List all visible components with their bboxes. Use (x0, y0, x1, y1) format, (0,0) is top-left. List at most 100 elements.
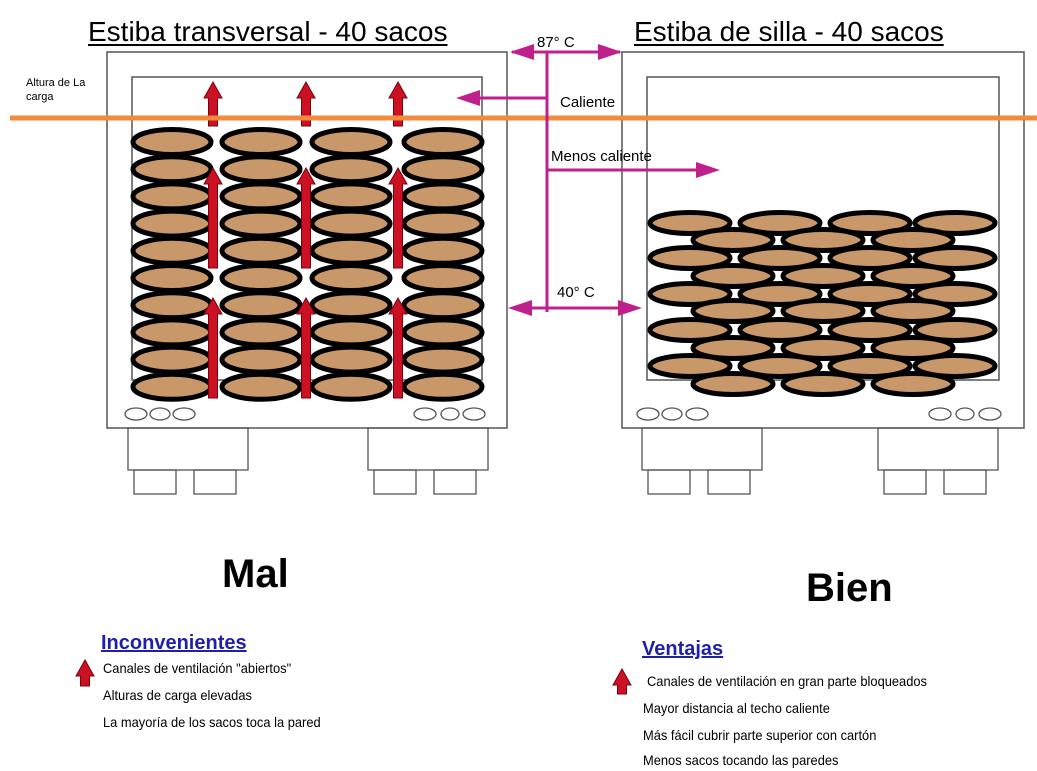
vent-hole-icon (928, 407, 952, 421)
vent-hole-icon (955, 407, 975, 421)
right-list-title: Ventajas (642, 638, 724, 660)
container-foot-pad (883, 469, 927, 495)
temp-bottom-label: 40° C (557, 284, 595, 301)
hot-label: Caliente (560, 94, 616, 111)
sack (827, 245, 913, 271)
sack (219, 127, 303, 157)
airflow-arrow-icon (296, 166, 316, 269)
right-list-item: Más fácil cubrir parte superior con cart… (643, 727, 877, 743)
sack (130, 127, 214, 157)
sack (401, 154, 485, 185)
sack (401, 317, 485, 348)
pointer-arrowhead-icon (696, 162, 720, 178)
airflow-arrow-icon (296, 296, 316, 399)
left-list-item: Canales de ventilación "abiertos" (103, 660, 292, 676)
sack (870, 298, 956, 324)
sack (401, 208, 485, 239)
sack (690, 263, 776, 289)
sack (130, 290, 214, 321)
sack (780, 335, 866, 361)
sack (401, 371, 485, 402)
pointer-arrowhead-icon (618, 300, 642, 316)
right-title: Estiba de silla - 40 sacos (634, 16, 944, 47)
sack (219, 344, 303, 375)
vent-hole-icon (661, 407, 683, 421)
vent-hole-icon (149, 407, 171, 421)
sack (130, 371, 214, 402)
container-foot (367, 427, 489, 471)
sack (690, 298, 776, 324)
container-outer-wall (106, 51, 508, 429)
sack (309, 235, 393, 266)
sack (737, 245, 823, 271)
pointer-arrowhead-icon (510, 44, 534, 60)
vent-hole-icon (685, 407, 709, 421)
left-list-item: La mayoría de los sacos toca la pared (103, 714, 321, 730)
sack (780, 263, 866, 289)
sack (827, 281, 913, 307)
sack (219, 317, 303, 348)
right-list-item: Menos sacos tocando las paredes (643, 752, 839, 768)
container-foot-pad (647, 469, 691, 495)
temp-top-label: 87° C (537, 34, 575, 51)
sack (401, 127, 485, 157)
container-foot-pad (193, 469, 237, 495)
airflow-arrow-icon (75, 658, 95, 687)
sack (912, 281, 998, 307)
vent-hole-icon (636, 407, 660, 421)
container-outer-wall (621, 51, 1025, 429)
left-title: Estiba transversal - 40 sacos (88, 16, 448, 47)
left-verdict: Mal (222, 552, 289, 596)
airflow-arrow-icon (296, 80, 316, 127)
vent-hole-icon (440, 407, 460, 421)
list-icons (75, 658, 632, 695)
sack (130, 344, 214, 375)
container-foot-pad (943, 469, 987, 495)
sack (912, 245, 998, 271)
sack (690, 371, 776, 397)
airflow-arrow-icon (203, 296, 223, 399)
sack (870, 335, 956, 361)
left-list-title: Inconvenientes (101, 632, 247, 654)
sack (309, 371, 393, 402)
sack (647, 281, 733, 307)
sack (219, 208, 303, 239)
sack (870, 371, 956, 397)
sack (219, 263, 303, 293)
right-list-item: Canales de ventilación en gran parte blo… (647, 673, 927, 689)
sack (737, 353, 823, 379)
sack (130, 263, 214, 293)
sack (647, 317, 733, 343)
sack (309, 154, 393, 185)
right-verdict: Bien (806, 566, 893, 610)
pointer-arrowhead-icon (456, 90, 480, 106)
sack (690, 227, 776, 253)
container-foot-pad (707, 469, 751, 495)
sack (401, 235, 485, 266)
sack (219, 154, 303, 185)
sack (912, 210, 998, 236)
right-sack-stack (647, 210, 998, 397)
right-list-item: Mayor distancia al techo caliente (643, 700, 830, 716)
left-airflow-arrows (203, 80, 408, 399)
sack (130, 181, 214, 212)
airflow-arrow-icon (203, 80, 223, 127)
sack (309, 181, 393, 212)
left-sack-stack (130, 127, 485, 402)
temperature-pointers (456, 44, 720, 316)
sack (690, 335, 776, 361)
sack (309, 317, 393, 348)
sack (130, 208, 214, 239)
airflow-arrow-icon (203, 166, 223, 269)
left-container (106, 51, 508, 495)
sack (219, 181, 303, 212)
sack (309, 290, 393, 321)
sack (827, 210, 913, 236)
vent-hole-icon (172, 407, 196, 421)
sack (401, 344, 485, 375)
sack (647, 245, 733, 271)
container-foot-pad (373, 469, 417, 495)
sack (912, 317, 998, 343)
sack (401, 263, 485, 293)
